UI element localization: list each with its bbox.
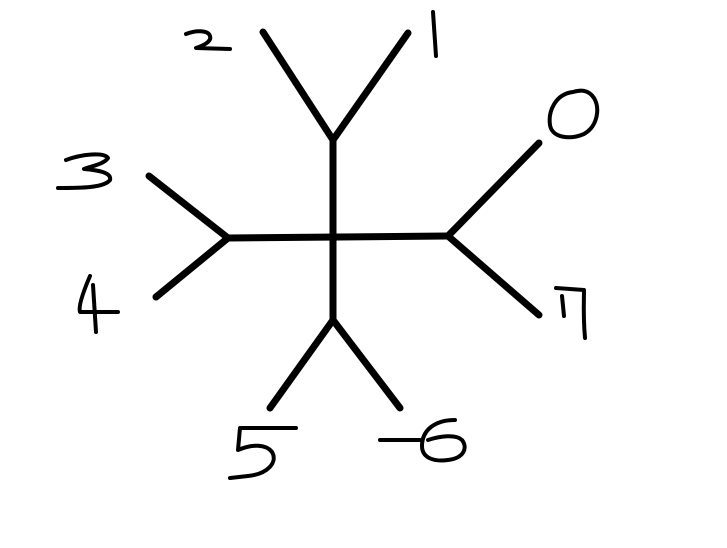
leaf-label-7 bbox=[554, 286, 587, 340]
leaf-label-3 bbox=[56, 152, 113, 190]
horizontal-trunk bbox=[224, 232, 452, 242]
leaf-label-0 bbox=[547, 88, 600, 140]
edge-to-leaf-3 bbox=[145, 172, 232, 242]
edge-to-leaf-4 bbox=[152, 234, 232, 301]
edge-to-leaf-7 bbox=[444, 232, 543, 319]
edge-to-leaf-2 bbox=[259, 28, 337, 144]
edge-to-leaf-0 bbox=[444, 139, 543, 240]
edge-to-leaf-1 bbox=[329, 29, 412, 144]
leaf-label-2 bbox=[184, 29, 232, 51]
leaf-label-1 bbox=[431, 10, 438, 58]
edge-to-leaf-6 bbox=[329, 316, 404, 412]
edge-to-leaf-5 bbox=[266, 316, 337, 412]
leaf-label-4 bbox=[77, 274, 120, 334]
leaf-label-5 bbox=[228, 426, 298, 480]
leaf-label-6 bbox=[378, 418, 467, 463]
